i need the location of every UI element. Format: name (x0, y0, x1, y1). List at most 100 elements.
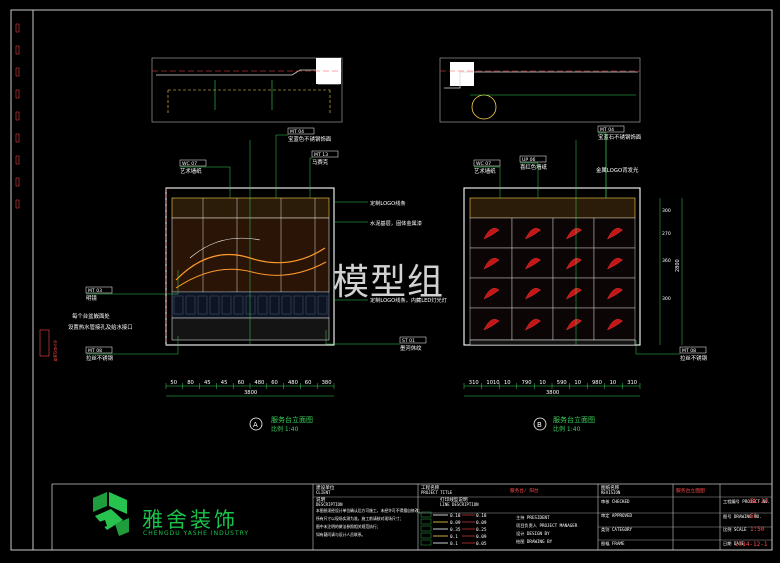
line-weight: 0.18 (450, 513, 461, 519)
material-tag-box (399, 336, 427, 344)
role-label: 项目负责人 PROJECT MANAGER (516, 522, 578, 529)
elev-title-left: 服务台立面图 (271, 415, 313, 424)
material-tag-box (473, 159, 501, 167)
project-label: 工程名称 (421, 484, 440, 491)
role-label: 绘图 DRAWING BY (516, 538, 553, 545)
margin-tick (15, 45, 20, 55)
left-elevation (165, 140, 335, 346)
floral-motif (483, 288, 500, 300)
material-tag-box (679, 346, 707, 354)
line-weight-2: 0.05 (476, 541, 487, 547)
margin-tick (15, 111, 20, 121)
side-stamp-box (39, 329, 50, 357)
material-tag-code: MT 08 (88, 348, 102, 354)
scale-value: 1:50 (750, 526, 765, 533)
floral-motif (525, 228, 541, 240)
desc-label: 说明 (316, 496, 326, 503)
note-line: 所有尺寸以现场实测为准，施工前请核对现场尺寸； (316, 516, 403, 521)
sheet-border (10, 9, 773, 551)
elev-scale-right: 比例 1:40 (553, 425, 581, 433)
line-weight-2: 0.18 (476, 513, 487, 519)
dwg-no-label: 图号 DRAWING NO. (723, 514, 762, 520)
role-label: 主持 PRESIDENT (516, 514, 550, 521)
top-plan-right (439, 57, 641, 123)
line-weight-2: 0.09 (476, 534, 487, 540)
dim-side: 360 (662, 258, 671, 264)
material-tag-box (179, 159, 207, 167)
floral-motif (607, 258, 623, 270)
floral-motif (607, 288, 623, 300)
line-weight-2: 0.25 (476, 527, 487, 533)
line-weight: 0.09 (450, 520, 461, 526)
line-weight: 0.1 (450, 534, 458, 540)
dim-label: 380 (322, 380, 332, 386)
dim-label: 480 (254, 380, 264, 386)
material-tag-code: MT 03 (88, 288, 102, 294)
scale-label: 比例 SCALE (723, 526, 747, 533)
material-tag-text: 宝蓝色不锈钢饰面 (288, 135, 332, 143)
dim-label: 10 (539, 380, 546, 386)
dim-label: 60 (238, 380, 245, 386)
material-tag-code: WC 07 (476, 161, 491, 167)
margin-tick (15, 89, 20, 99)
line-en: LINE DESCRIPTION (440, 502, 479, 507)
dim-total: 3800 (546, 390, 559, 396)
rev-label: 审核 CHECKED (601, 498, 630, 505)
material-tag-box (85, 286, 113, 294)
dim-label: 50 (170, 380, 177, 386)
dim-label: 80 (187, 380, 194, 386)
floral-motif (525, 258, 541, 270)
margin-tick (15, 133, 20, 143)
elev-title-right: 服务台立面图 (553, 415, 595, 424)
margin-tick (15, 67, 20, 77)
dim-vertical: 2800 (675, 259, 681, 272)
floral-motif (566, 258, 582, 270)
right-elevation (463, 135, 641, 346)
dim-label: 60 (271, 380, 278, 386)
floral-motif (566, 288, 582, 300)
callout: 定制LOGO线条 (370, 199, 406, 207)
margin-tick (15, 177, 20, 187)
date-label: 日期 DATE (723, 541, 744, 547)
material-tag-code: ST 01 (402, 338, 415, 344)
material-tag-box (519, 155, 547, 163)
material-tag-code: UP 06 (522, 157, 536, 163)
floral-motif (566, 319, 582, 331)
elevation-title-right: B 服务台立面图 比例 1:40 (533, 415, 595, 433)
floral-motif (483, 319, 500, 331)
dim-side: 300 (662, 208, 671, 214)
material-tag-text: 金属LOGO背发光 (596, 166, 639, 174)
dim-label: 10 (574, 380, 581, 386)
dim-side: 270 (662, 231, 671, 237)
material-tag-code: MT 04 (290, 129, 304, 135)
rev-label: 类别 CATEGORY (601, 526, 633, 533)
material-tag-box (287, 127, 315, 135)
material-tag-text: 喜红色墙纸 (520, 163, 548, 171)
note-line: 本图纸须经设计单位确认后方可施工，未经许可不得擅自修改； (316, 508, 422, 513)
material-tag-text: 明镜 (86, 294, 97, 302)
drawing-name: 服务台立面图 (676, 487, 705, 494)
line-weight-2: 0.09 (476, 520, 487, 526)
dim-label: 45 (204, 380, 211, 386)
material-tag-text: 艺术墙纸 (180, 167, 202, 175)
material-tag-code: MT 13 (314, 152, 328, 158)
dim-label: 1010 (486, 380, 499, 386)
rev-label: 图幅 FRAME (601, 540, 625, 547)
elev-index-right: B (537, 421, 542, 429)
dim-label: 45 (221, 380, 228, 386)
note-line: 如有疑问请与设计人员联系。 (316, 532, 365, 537)
dim-label: 310 (469, 380, 479, 386)
material-tag-text: 艺术墙纸 (474, 167, 496, 175)
dim-label: 590 (557, 380, 567, 386)
drawing-label: 图纸名称 (601, 484, 620, 491)
side-stamp: 设计单位盖章 (53, 340, 58, 362)
material-tag-box (311, 150, 339, 158)
dim-label: 10 (504, 380, 511, 386)
client-en: CLIENT (316, 490, 331, 495)
